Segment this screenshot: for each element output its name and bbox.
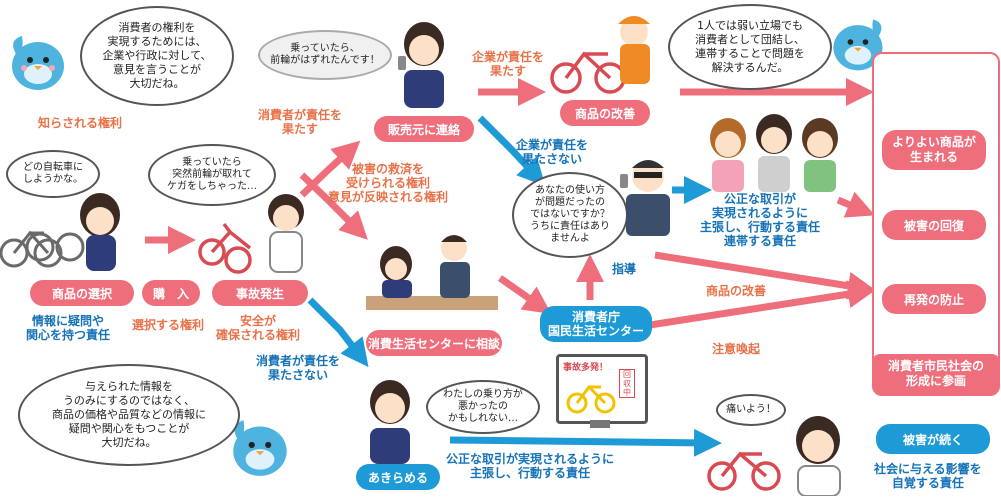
bird-icon <box>12 36 64 90</box>
pink-arrows <box>145 78 876 329</box>
question-info-text: 情報に疑問や 関心を持つ責任 <box>26 314 111 342</box>
guidance-text: 指導 <box>612 262 637 276</box>
pill-consult-center: 消費生活センターに相談 <box>366 330 502 356</box>
pill-damage-continues: 被害が続く <box>876 424 990 454</box>
phone-call-illustration <box>398 22 444 108</box>
pill-purchase: 購 入 <box>142 280 200 306</box>
speech-choose-bike: どの自転車に しようかな。 <box>6 150 100 198</box>
bird-icon <box>833 19 883 71</box>
pill-better-product: よりよい商品が 生まれる <box>882 130 986 170</box>
bird-speech-bottom-left: 与えられた情報を うのみにするのではなく、 商品の価格や品質などの情報に 疑問や… <box>18 364 240 466</box>
right-choose-text: 選択する権利 <box>132 318 205 332</box>
company-man-illustration <box>620 160 670 236</box>
alert-text: 注意喚起 <box>712 342 761 356</box>
pill-select-product: 商品の選択 <box>30 280 134 306</box>
recall-poster: 事故多発！ 回収中 <box>556 354 648 424</box>
consultation-illustration <box>366 235 498 310</box>
poster-stamp: 回収中 <box>619 369 635 398</box>
group-illustration <box>710 114 838 192</box>
bird-speech-top-left: 消費者の権利を 実現するためには、 企業や行政に対して、 意見を言うことが 大切… <box>80 6 234 106</box>
relief-rights-text: 被害の救済を 受けられる権利 意見が反映される権利 <box>328 162 449 204</box>
company-not-responsible-text: 企業が責任を 果たさない <box>516 138 589 166</box>
pill-participation: 消費者市民社会の 形成に参画 <box>872 354 1000 394</box>
pill-contact-dealer: 販売元に連絡 <box>374 116 474 142</box>
fair-trade-unite-text: 公正な取引が 実現されるように 主張し、行動する責任 連帯する責任 <box>700 192 821 248</box>
right-informed-text: 知らされる権利 <box>38 116 123 130</box>
injured-illustration <box>707 416 841 496</box>
pill-prevent-recurrence: 再発の防止 <box>882 284 986 314</box>
bird-speech-top-right: 1人では弱い立場でも 消費者として団結し、 連帯することで問題を 解決するんだ。 <box>668 4 832 90</box>
speech-company: あなたの使い方 が問題だったの ではないですか？ うちに責任はあり ませんよ <box>512 172 628 258</box>
speech-accident: 乗っていたら 突然前輪が取れて ケガをしちゃった… <box>148 144 276 206</box>
product-improvement-text: 商品の改善 <box>706 284 767 298</box>
company-responsible-text: 企業が責任を 果たす <box>472 50 545 78</box>
pill-agency: 消費者庁 国民生活センター <box>540 306 652 342</box>
accident-illustration <box>198 194 304 274</box>
fair-trade-bottom-text: 公正な取引が実現されるように 主張し、行動する責任 <box>446 452 615 480</box>
pill-damage-recovery: 被害の回復 <box>882 210 986 240</box>
pill-give-up: あきらめる <box>356 464 440 490</box>
monitor-stand <box>590 420 610 428</box>
speech-dealer: 乗っていたら、 前輪がはずれたんです！ <box>258 30 392 80</box>
speech-giveup: わたしの乗り方が 悪かったの かもしれない… <box>426 380 540 434</box>
pill-improve-product: 商品の改善 <box>560 100 650 126</box>
bicycle-icon <box>566 384 616 414</box>
consumer-not-responsible-text: 消費者が責任を 果たさない <box>256 354 341 382</box>
consumer-responsible-text: 消費者が責任を 果たす <box>258 108 343 136</box>
blue-arrows <box>307 115 722 457</box>
repair-illustration <box>550 16 650 94</box>
worried-woman-illustration <box>370 380 410 464</box>
speech-hurt: 痛いよう！ <box>716 394 786 426</box>
social-impact-text: 社会に与える影響を 自覚する責任 <box>874 462 982 490</box>
bicycle-shop-illustration <box>0 193 120 271</box>
pill-accident: 事故発生 <box>212 280 308 306</box>
right-safety-text: 安全が 確保される権利 <box>216 314 301 342</box>
poster-headline: 事故多発！ <box>563 363 609 373</box>
